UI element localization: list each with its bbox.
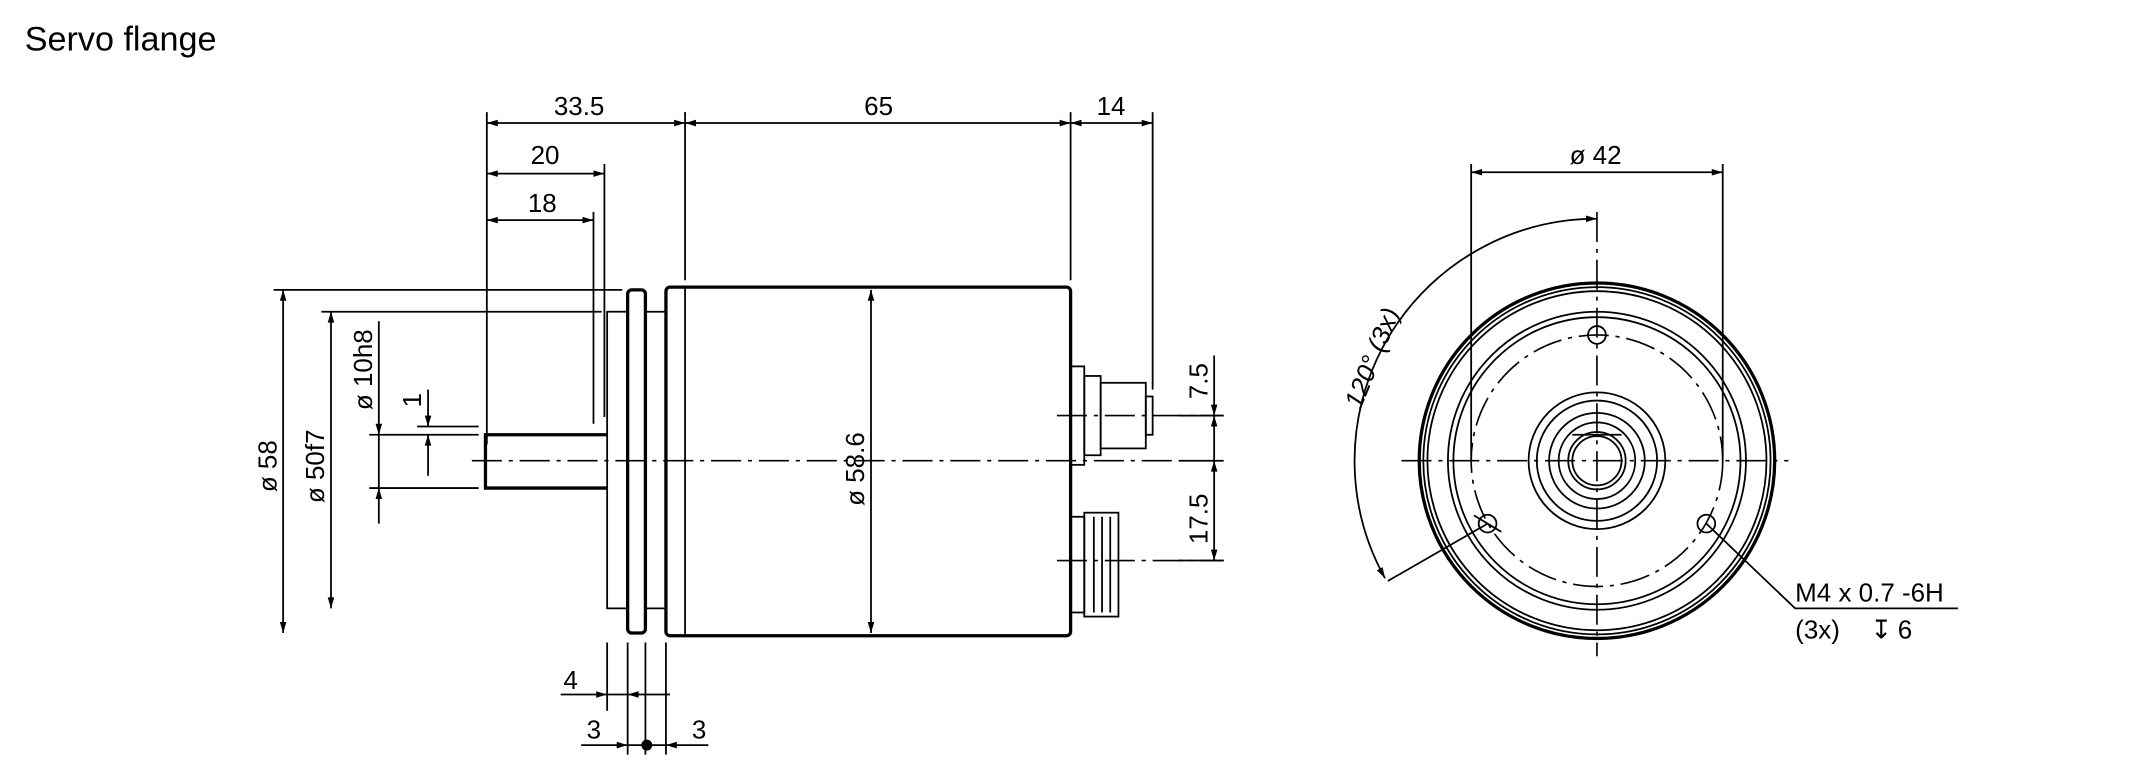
dim-7-5: 7.5 [1183, 363, 1213, 399]
dim-dia-58-6: ø 58.6 [840, 432, 870, 506]
flange-dot [641, 739, 653, 751]
depth-icon: ↧ [1870, 614, 1892, 644]
dim-17-5: 17.5 [1183, 494, 1213, 545]
dim-20: 20 [531, 140, 560, 170]
dim-dia-58: ø 58 [252, 440, 282, 492]
dim-33-5: 33.5 [554, 91, 605, 121]
dim-14: 14 [1097, 91, 1126, 121]
thread-hole-right [1696, 513, 1717, 534]
dim-18: 18 [528, 188, 557, 218]
dim-dia-50f7: ø 50f7 [300, 429, 330, 503]
thread-qty: (3x) [1795, 614, 1840, 644]
thread-spec: M4 x 0.7 -6H [1795, 578, 1944, 608]
dim-dia-42: ø 42 [1570, 140, 1622, 170]
dim-3-left: 3 [587, 714, 601, 744]
thread-depth: 6 [1898, 614, 1912, 644]
drawing-title: Servo flange [25, 21, 217, 59]
side-view: 33.5 65 14 20 18 ø 58 ø 50f7 ø 10h8 1 ø … [252, 91, 1224, 755]
front-view: ø 42 120° (3x) M4 x 0.7 -6H (3x) ↧ 6 [1338, 140, 1958, 657]
angle-arc [1353, 215, 1597, 579]
dim-angle-120: 120° (3x) [1338, 303, 1405, 412]
dim-4: 4 [563, 665, 577, 695]
dim-dia-10h8: ø 10h8 [348, 329, 378, 410]
dim-65: 65 [864, 91, 893, 121]
dim-3-right: 3 [692, 714, 706, 744]
dim-flat-1: 1 [397, 393, 427, 407]
connector-bottom [1069, 511, 1120, 618]
